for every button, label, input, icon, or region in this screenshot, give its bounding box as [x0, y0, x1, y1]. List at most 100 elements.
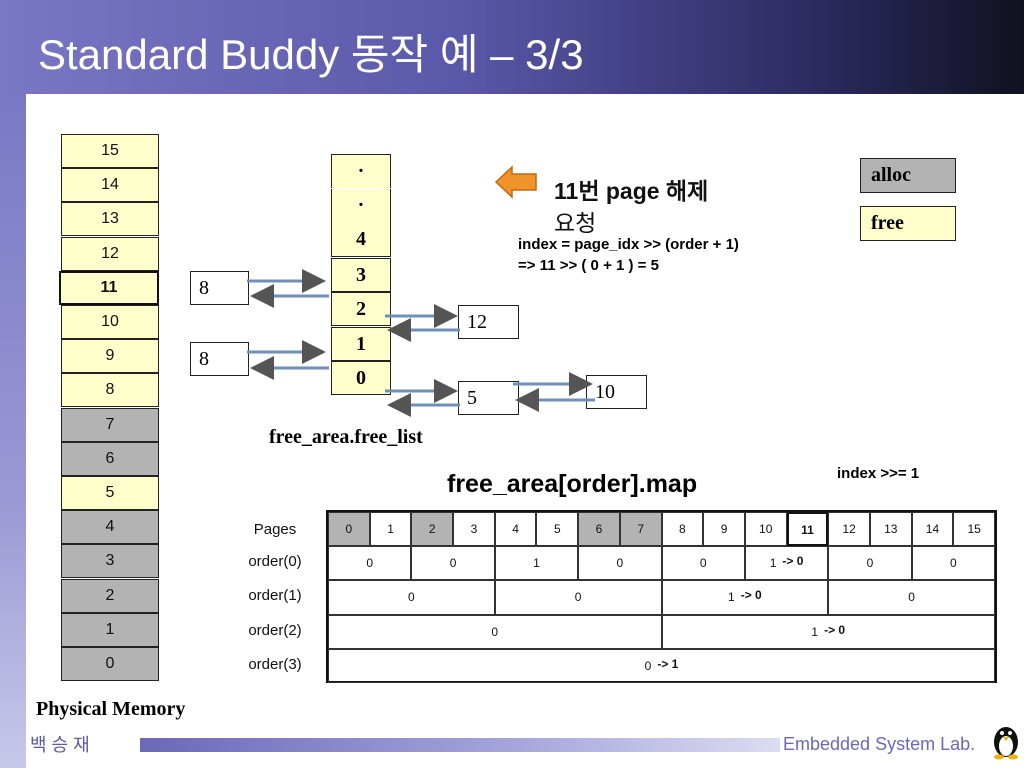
map-bit-cell: 0	[411, 546, 495, 581]
map-row-label: order(2)	[248, 621, 302, 639]
map-page-3: 3	[453, 512, 495, 547]
memory-page-5: 5	[61, 476, 159, 510]
map-bit-value: 0	[699, 556, 707, 571]
map-page-8: 8	[661, 512, 704, 547]
node-order3: 8	[190, 271, 249, 305]
formula-line1: index = page_idx >> (order + 1)	[518, 236, 739, 253]
map-bit-value: 0	[366, 556, 374, 571]
map-bit-cell: 0	[328, 614, 662, 649]
memory-page-6: 6	[61, 441, 159, 476]
map-bit-value: 1	[769, 556, 777, 571]
map-page-5: 5	[536, 512, 579, 547]
map-bit-cell: 0	[328, 580, 495, 615]
map-title: free_area[order].map	[447, 470, 698, 498]
node-order2: 12	[458, 305, 519, 339]
map-page-12: 12	[828, 512, 870, 547]
node-order0-b: 10	[586, 375, 647, 409]
map-bit-value: 0	[449, 556, 457, 571]
pages-row-label: Pages	[253, 521, 297, 538]
memory-page-9: 9	[61, 339, 159, 374]
map-page-2: 2	[411, 512, 454, 547]
memory-page-11: 11	[59, 270, 159, 305]
map-row-label: order(3)	[248, 655, 302, 673]
author-name: 백 승 재	[30, 735, 90, 755]
memory-page-7: 7	[61, 407, 159, 442]
map-page-6: 6	[578, 512, 620, 547]
map-page-9: 9	[703, 512, 745, 547]
memory-page-12: 12	[61, 236, 159, 271]
map-bit-change: -> 1	[657, 656, 679, 671]
map-bit-value: 0	[491, 624, 499, 639]
map-page-13: 13	[869, 512, 912, 547]
map-bit-cell: 0	[328, 546, 412, 581]
map-bit-value: 1	[811, 624, 819, 639]
map-bit-value: 0	[408, 590, 415, 605]
free-list-order-·: ·	[331, 154, 391, 188]
penguin-logo-icon	[994, 727, 1018, 760]
map-row-label: order(1)	[248, 587, 302, 605]
map-page-0: 0	[328, 512, 370, 547]
free-list-label: free_area.free_list	[269, 426, 423, 448]
map-bit-cell: 0	[578, 546, 662, 581]
map-bit-cell: 0 -> 1	[328, 648, 995, 683]
map-bit-value: 0	[616, 556, 624, 571]
memory-page-0: 0	[61, 647, 159, 681]
legend-free: free	[860, 206, 956, 241]
map-page-11: 11	[786, 512, 829, 547]
map-bit-cell: 1 -> 0	[744, 546, 829, 581]
map-bit-value: 1	[728, 590, 735, 605]
map-bit-value: 0	[866, 556, 874, 571]
map-bit-value: 0	[574, 590, 582, 605]
memory-page-13: 13	[61, 202, 159, 237]
formula-line2: => 11 >> ( 0 + 1 ) = 5	[518, 257, 659, 274]
map-bit-value: 0	[949, 556, 957, 571]
map-page-10: 10	[744, 512, 787, 547]
free-list-order-3: 3	[331, 257, 391, 292]
free-list-order-4: 4	[331, 223, 391, 257]
memory-page-1: 1	[61, 612, 159, 647]
memory-page-10: 10	[61, 305, 159, 339]
map-bit-cell: 0	[661, 546, 745, 581]
memory-page-15: 15	[61, 134, 159, 168]
map-bit-cell: 0	[494, 580, 662, 615]
map-bit-cell: 0	[911, 546, 995, 581]
map-bit-cell: 0	[828, 580, 995, 615]
map-page-15: 15	[953, 512, 995, 547]
map-bit-cell: 1	[494, 546, 579, 581]
footer-bar	[140, 738, 780, 752]
memory-page-14: 14	[61, 168, 159, 203]
map-bit-value: 0	[908, 590, 915, 605]
legend-alloc: alloc	[860, 158, 956, 193]
slide-title: Standard Buddy 동작 예 – 3/3	[38, 31, 584, 78]
request-line1: 11번 page 해제	[554, 178, 709, 204]
memory-page-8: 8	[61, 373, 159, 408]
map-bit-change: -> 0	[824, 622, 846, 637]
physical-memory-label: Physical Memory	[36, 698, 186, 720]
map-bit-change: -> 0	[782, 554, 804, 569]
memory-page-4: 4	[61, 510, 159, 545]
free-list-order-0: 0	[331, 361, 391, 395]
map-bit-value: 1	[533, 556, 540, 571]
map-bit-cell: 0	[828, 546, 912, 581]
map-bit-cell: 1 -> 0	[661, 580, 829, 615]
node-order1: 8	[190, 342, 249, 376]
map-bit-change: -> 0	[740, 588, 762, 603]
request-arrow-icon	[494, 165, 537, 199]
map-page-7: 7	[619, 512, 662, 547]
map-bit-value: 0	[644, 658, 652, 673]
node-order0-a: 5	[458, 381, 519, 415]
memory-page-3: 3	[61, 544, 159, 579]
left-accent-bar	[0, 94, 26, 768]
map-page-1: 1	[369, 512, 412, 547]
free-list-order-·: ·	[331, 188, 391, 223]
lab-name: Embedded System Lab.	[783, 734, 976, 754]
free-list-order-2: 2	[331, 292, 391, 326]
title-bar	[0, 0, 1024, 94]
memory-page-2: 2	[61, 578, 159, 613]
index-shift-note: index >>= 1	[837, 465, 920, 482]
free-list-order-1: 1	[331, 326, 391, 361]
map-row-label: order(0)	[248, 553, 302, 571]
map-page-14: 14	[911, 512, 954, 547]
